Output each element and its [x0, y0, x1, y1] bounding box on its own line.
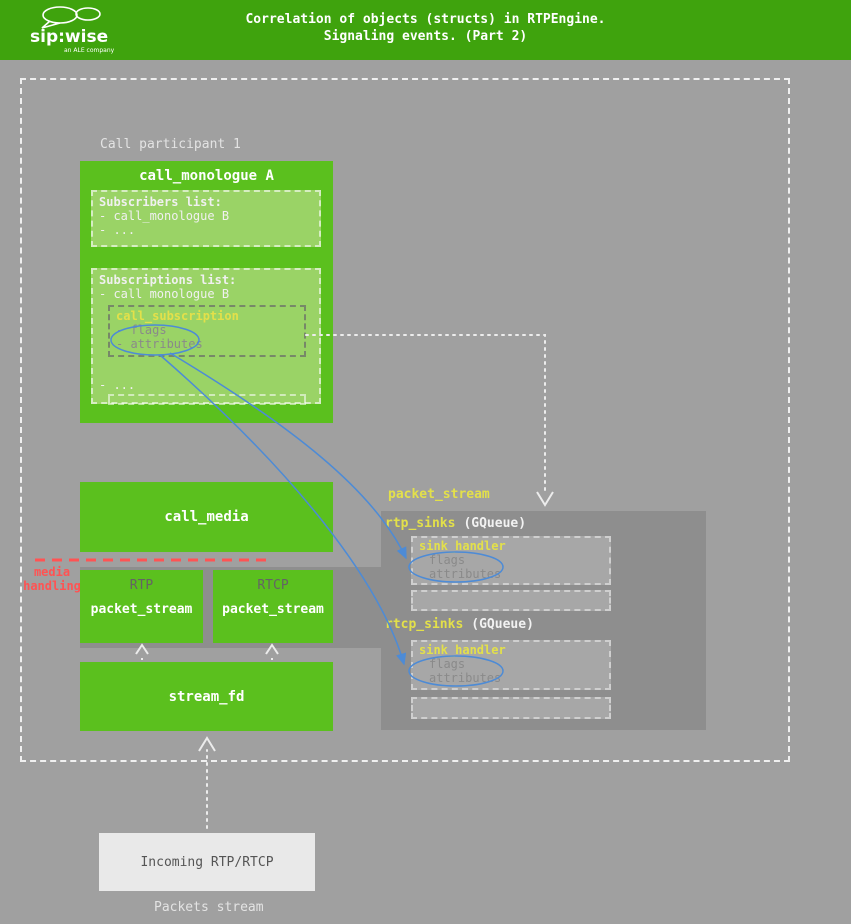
logo-wordmark: sip:wise — [30, 27, 108, 47]
rtp-sink-handler-attributes: attributes — [429, 567, 502, 581]
media-handling-label: media handling — [23, 565, 81, 593]
rtcp-sink-handler-flags: flags — [429, 657, 466, 671]
packet-stream-box: rtp_sinks (GQueue) sink_handler flags att… — [381, 511, 706, 730]
call-media-box: call_media — [80, 482, 333, 552]
rtp-packet-stream-box: RTP packet_stream — [80, 570, 203, 643]
packet-stream-label: packet_stream — [388, 487, 490, 502]
rtp-sink-handler-box: sink_handler flags attributes — [411, 536, 611, 585]
subscription-placeholder-box — [108, 394, 306, 405]
packets-stream-label: Packets stream — [154, 900, 264, 915]
logo-subtext: an ALE company — [64, 47, 115, 54]
rtcp-sinks-line: rtcp_sinks (GQueue) — [385, 617, 534, 632]
rtp-sink-handler-title: sink_handler — [419, 539, 506, 553]
rtp-sink-handler-flags: flags — [429, 553, 466, 567]
rtcp-sink-handler-title: sink_handler — [419, 643, 506, 657]
call-participant-frame — [20, 78, 790, 762]
rtcp-sink-handler-attributes: attributes — [429, 671, 502, 685]
stream-fd-box: stream_fd — [80, 662, 333, 731]
title-line-2: Signaling events. (Part 2) — [323, 29, 528, 44]
rtcp-sinks-type: (GQueue) — [471, 617, 534, 632]
rtcp-sink-handler-box: sink_handler flags attributes — [411, 640, 611, 690]
call-monologue-title: call_monologue A — [139, 168, 274, 184]
call-subscription-flags: - flags — [116, 323, 167, 337]
subscriptions-list-box: Subscriptions list: - call monologue B c… — [91, 268, 321, 405]
subscribers-item-more: - ... — [99, 223, 136, 237]
sipwise-logo-graphic: sip:wise an ALE company — [30, 6, 115, 54]
subscribers-list-box: Subscribers list: - call_monologue B - .… — [91, 190, 321, 247]
subscribers-list-title: Subscribers list: — [99, 195, 222, 209]
slide-title: Correlation of objects (structs) in RTPE… — [0, 11, 851, 45]
subscriptions-item-more: - ... — [99, 378, 136, 392]
media-handling-line2: handling — [23, 579, 81, 593]
rtcp-packet-stream-box: RTCP packet_stream — [213, 570, 333, 643]
rtp-sinks-type: (GQueue) — [463, 516, 527, 531]
rtp-label: RTP — [129, 578, 154, 593]
stream-fd-title: stream_fd — [168, 688, 245, 705]
subscriptions-item: - call monologue B — [99, 287, 230, 301]
subscribers-item: - call_monologue B — [99, 209, 230, 223]
title-line-1: Correlation of objects (structs) in RTPE… — [245, 12, 606, 27]
incoming-rtp-rtcp-box: Incoming RTP/RTCP — [99, 833, 315, 891]
rtcp-sink-placeholder-box — [411, 697, 611, 719]
rtp-sinks-name: rtp_sinks — [385, 516, 456, 531]
media-handling-line1: media — [33, 565, 71, 579]
call-media-title: call_media — [164, 509, 249, 525]
sipwise-logo: sip:wise an ALE company — [28, 5, 128, 57]
call-monologue-box: call_monologue A Subscribers list: - cal… — [80, 161, 333, 423]
rtcp-packet-stream-title: packet_stream — [222, 602, 324, 617]
rtp-sink-placeholder-box — [411, 590, 611, 611]
rtp-sinks-line: rtp_sinks (GQueue) — [385, 516, 526, 531]
rtcp-label: RTCP — [257, 578, 289, 593]
call-participant-label: Call participant 1 — [100, 137, 241, 152]
header-bar: sip:wise an ALE company Correlation of o… — [0, 0, 851, 60]
call-subscription-title: call_subscription — [116, 309, 239, 323]
subscriptions-list-title: Subscriptions list: — [99, 273, 237, 287]
incoming-rtp-rtcp-title: Incoming RTP/RTCP — [140, 854, 274, 870]
rtcp-sinks-name: rtcp_sinks — [385, 617, 464, 632]
speech-bubbles-icon — [41, 6, 101, 29]
call-subscription-box: call_subscription - flags - attributes — [108, 305, 306, 357]
call-subscription-attributes: - attributes — [116, 337, 203, 351]
rtp-packet-stream-title: packet_stream — [90, 602, 193, 617]
